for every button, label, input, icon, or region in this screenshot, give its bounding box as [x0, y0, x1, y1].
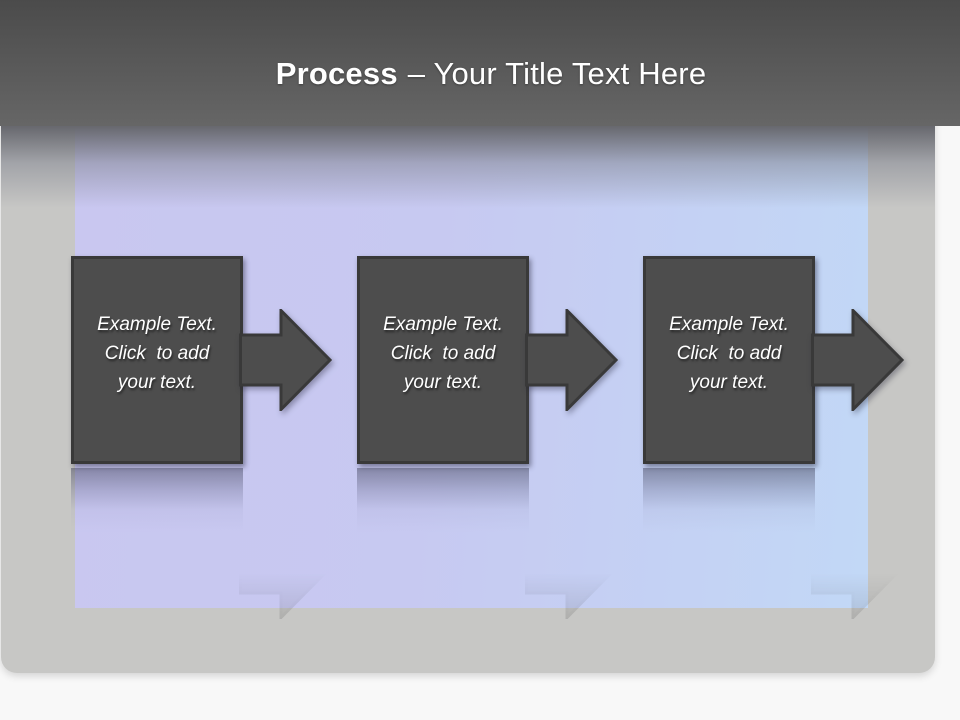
- arrow-reflection: [525, 517, 618, 619]
- right-arrow-icon: [811, 309, 904, 411]
- process-step-2-box[interactable]: Example Text. Click to add your text.: [357, 256, 529, 464]
- title-bar: Process – Your Title Text Here: [0, 0, 960, 126]
- box-reflection: [71, 468, 243, 532]
- process-step-3-placeholder-text[interactable]: Example Text. Click to add your text.: [669, 313, 789, 393]
- process-step-2-placeholder-text[interactable]: Example Text. Click to add your text.: [383, 313, 503, 393]
- process-step-3: Example Text. Click to add your text.: [643, 256, 908, 636]
- title-keyword: Process: [275, 56, 398, 91]
- arrow-reflection: [239, 517, 332, 619]
- right-arrow-icon: [525, 309, 618, 411]
- process-step-2: Example Text. Click to add your text.: [357, 256, 622, 636]
- box-reflection: [357, 468, 529, 532]
- process-step-1-placeholder-text[interactable]: Example Text. Click to add your text.: [97, 313, 217, 393]
- box-reflection: [643, 468, 815, 532]
- title-subtitle: – Your Title Text Here: [407, 56, 707, 91]
- arrow-reflection: [811, 517, 904, 619]
- slide-title: Process – Your Title Text Here: [276, 56, 707, 92]
- process-step-1: Example Text. Click to add your text.: [71, 256, 336, 636]
- process-step-3-box[interactable]: Example Text. Click to add your text.: [643, 256, 815, 464]
- right-arrow-icon: [239, 309, 332, 411]
- process-step-1-box[interactable]: Example Text. Click to add your text.: [71, 256, 243, 464]
